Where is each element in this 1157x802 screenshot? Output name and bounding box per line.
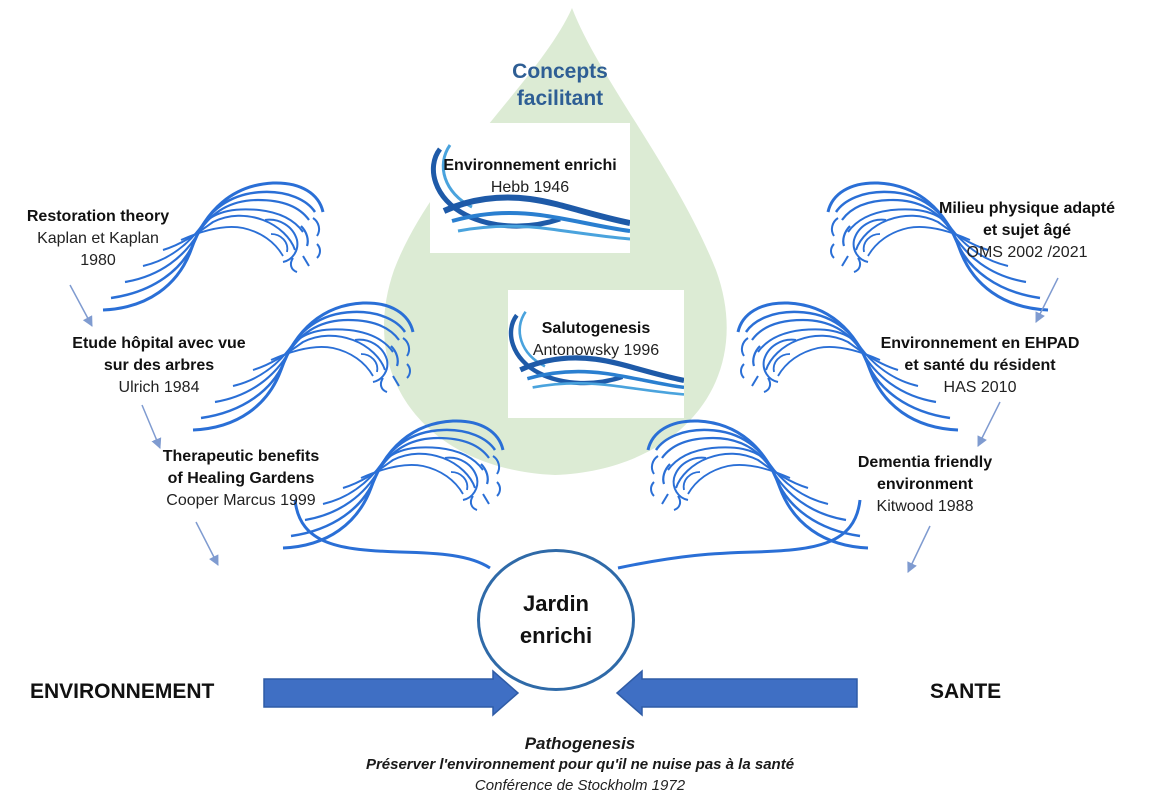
center-line-2: enrichi	[519, 623, 593, 648]
footer-title: Pathogenesis	[524, 734, 636, 753]
footer-source: Conférence de Stockholm 1972	[474, 777, 686, 794]
item-title: et sujet âgé	[982, 222, 1072, 239]
concept-title: Salutogenesis	[541, 320, 651, 337]
center-circle: Jardin enrichi	[477, 549, 635, 691]
left-item-restoration-theory: Restoration theory Kaplan et Kaplan 1980	[0, 206, 196, 272]
arrow-environnement	[263, 669, 520, 717]
right-item-dementia-friendly: Dementia friendly environment Kitwood 19…	[820, 452, 1030, 518]
item-title: sur des arbres	[103, 357, 215, 374]
thin-arrow	[977, 401, 1001, 447]
item-title: environment	[876, 476, 973, 493]
item-title: Therapeutic benefits	[162, 448, 320, 465]
item-source: Kitwood 1988	[876, 498, 974, 515]
item-title: Restoration theory	[26, 208, 170, 225]
center-line-1: Jardin	[522, 591, 589, 616]
right-item-ehpad: Environnement en EHPAD et santé du résid…	[855, 333, 1105, 399]
item-year: 1980	[80, 252, 116, 269]
concepts-title: Concepts facilitant	[512, 60, 608, 110]
concept-source: Hebb 1946	[490, 179, 570, 196]
sante-label: SANTE	[930, 680, 1002, 703]
left-item-etude-hopital: Etude hôpital avec vue sur des arbres Ul…	[40, 333, 278, 399]
item-source: OMS 2002 /2021	[966, 244, 1088, 261]
item-source: Kaplan et Kaplan	[37, 230, 159, 247]
item-title: et santé du résident	[904, 357, 1056, 374]
item-source: Ulrich 1984	[118, 379, 200, 396]
right-item-milieu-physique: Milieu physique adapté et sujet âgé OMS …	[908, 198, 1146, 264]
concept-source: Antonowsky 1996	[532, 342, 660, 359]
thin-arrow	[1035, 277, 1059, 323]
item-title: Milieu physique adapté	[938, 200, 1116, 217]
footer: Pathogenesis Préserver l'environnement p…	[200, 733, 960, 796]
connector-right	[617, 499, 862, 570]
arrow-sante	[615, 669, 858, 717]
concept-title: Environnement enrichi	[443, 157, 617, 174]
thin-arrow	[907, 525, 931, 573]
item-source: HAS 2010	[943, 379, 1017, 396]
environnement-label: ENVIRONNEMENT	[30, 680, 215, 703]
item-title: Environnement en EHPAD	[880, 335, 1080, 352]
item-title: of Healing Gardens	[167, 470, 315, 487]
connector-left	[293, 499, 491, 570]
thin-arrow	[195, 521, 219, 566]
thin-arrow	[141, 404, 162, 449]
left-item-healing-gardens: Therapeutic benefits of Healing Gardens …	[132, 446, 350, 512]
item-source: Cooper Marcus 1999	[166, 492, 316, 509]
footer-subtitle: Préserver l'environnement pour qu'il ne …	[365, 756, 795, 773]
item-title: Etude hôpital avec vue	[72, 335, 246, 352]
item-title: Dementia friendly	[857, 454, 993, 471]
concept-card-salutogenesis: Salutogenesis Antonowsky 1996	[508, 290, 684, 418]
concept-card-environnement-enrichi: Environnement enrichi Hebb 1946	[430, 123, 630, 253]
thin-arrow	[69, 284, 93, 327]
